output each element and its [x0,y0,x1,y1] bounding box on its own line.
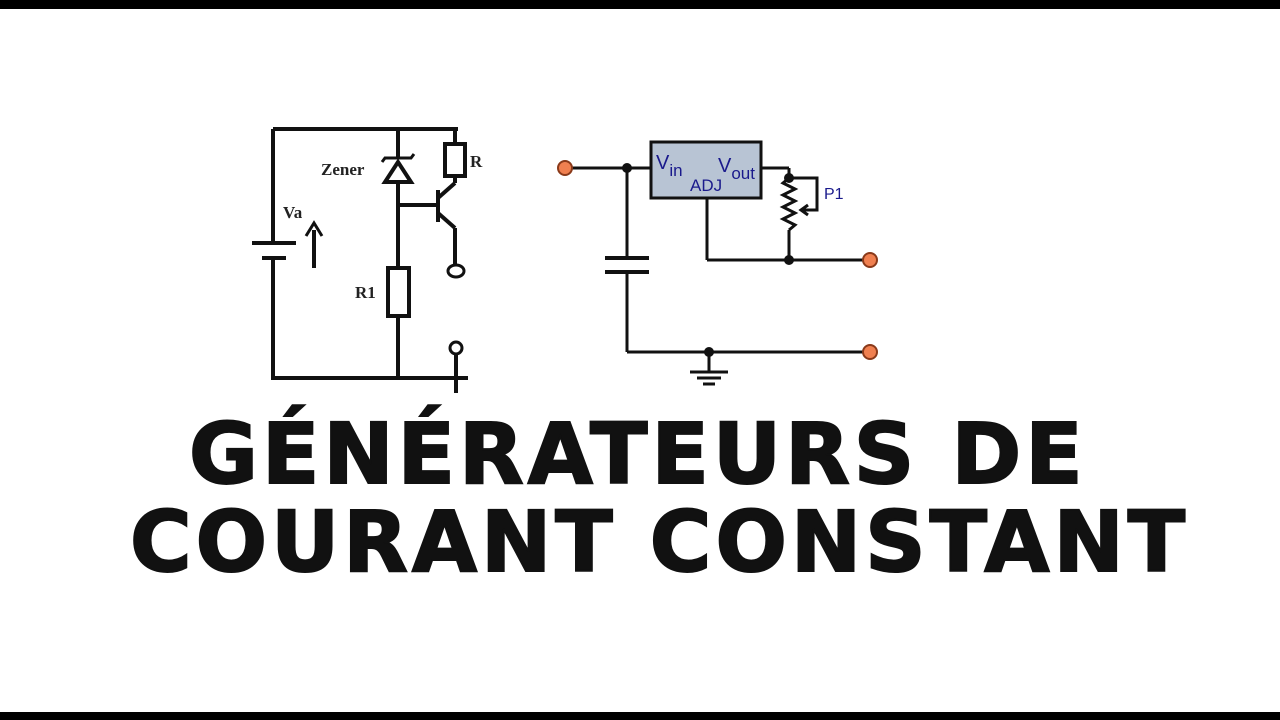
va-arrow-head [304,220,324,237]
zener-label: Zener [321,160,365,179]
ground-terminal-icon [862,344,878,360]
terminals [557,160,878,360]
bottom-border [0,712,1280,720]
r1-label: R1 [355,283,376,302]
vout-label: Vout [718,155,755,183]
adj-label: ADJ [690,176,722,195]
zener-bar [380,153,416,163]
r2-label: R [470,152,483,171]
title-line-1: GÉNÉRATEURS DE [188,405,1087,503]
p1-label: P1 [824,186,844,203]
title-line-2: COURANT CONSTANT [129,493,1190,591]
junction-dot [622,163,632,173]
junction-dot [784,173,794,183]
junction-dots [622,163,794,357]
r2-resistor-icon [443,142,467,178]
regulator-current-source-circuit [570,166,870,386]
zener-current-source-circuit [252,127,468,393]
output-terminal-top-icon [446,263,466,279]
regulator-block [649,140,763,200]
junction-dot [704,347,714,357]
junction-dot [784,255,794,265]
left-wire-lower [271,258,468,380]
zener-diode-icon [381,158,415,184]
p1-potentiometer-icon [779,176,799,232]
r1-resistor-icon [386,266,411,318]
p1-wiper-arrow [798,203,809,217]
p1-wiper [789,176,819,212]
output-terminal-bottom-icon [448,340,464,356]
vin-label: Vin [656,152,683,180]
output-terminal-icon [862,252,878,268]
input-terminal-icon [557,160,573,176]
transistor-collector [436,181,457,200]
va-label: Va [283,203,303,222]
transistor-emitter [436,211,457,230]
top-border [0,0,1280,9]
